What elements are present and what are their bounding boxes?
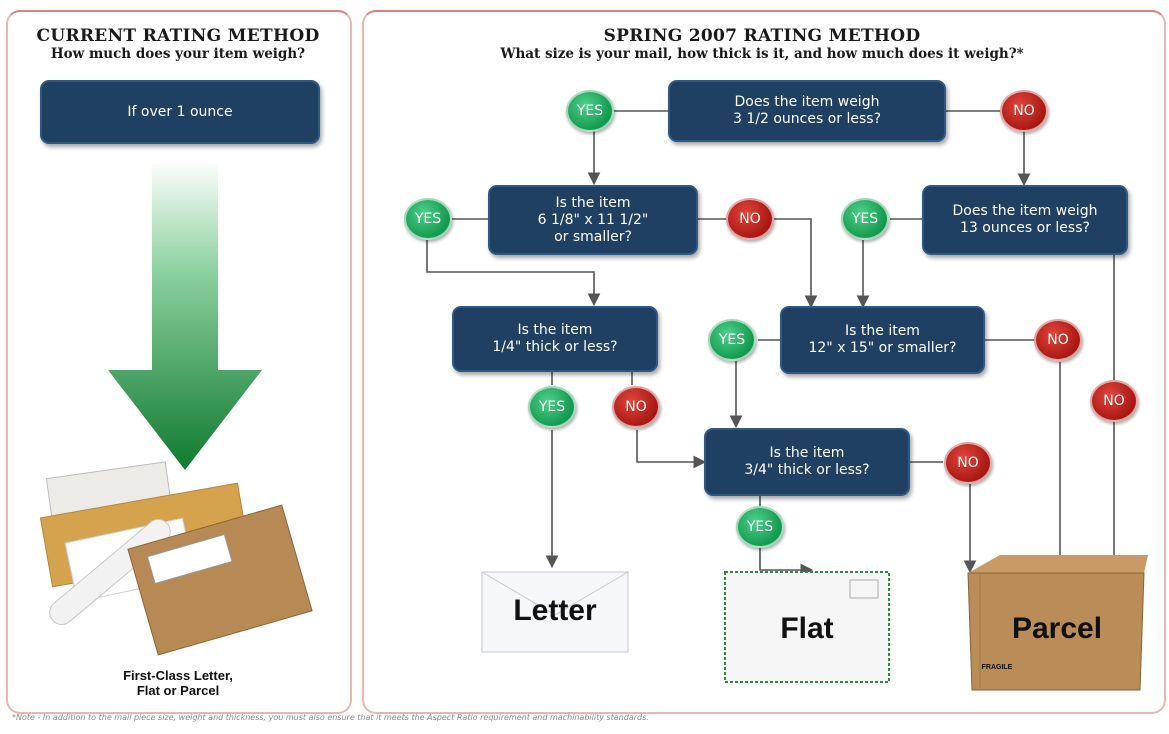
q3-line1: Does the item weigh [952, 203, 1098, 219]
no-badge-q4: NO [612, 386, 660, 428]
fragile-label: FRAGILE [981, 664, 1013, 671]
yes-badge-q2: YES [404, 198, 452, 240]
caption-line1: First-Class Letter, [123, 668, 233, 683]
over-one-ounce-box: If over 1 ounce [40, 80, 320, 144]
q4-line1: Is the item [517, 322, 593, 338]
no-badge-q5: NO [1034, 319, 1082, 361]
over-one-ounce-label: If over 1 ounce [127, 103, 233, 120]
yes-badge-q4: YES [528, 386, 576, 428]
no-badge-q1: NO [1000, 90, 1048, 132]
footnote: *Note - In addition to the mail piece si… [12, 713, 649, 722]
current-method-header: CURRENT RATING METHOD How much does your… [10, 26, 346, 63]
q4-line2: 1/4" thick or less? [492, 339, 618, 355]
q2-line1: Is the item [555, 194, 631, 211]
spring-method-subtitle: What size is your mail, how thick is it,… [500, 46, 1024, 62]
yes-badge-q6: YES [736, 506, 784, 548]
q2-line3: or smaller? [554, 228, 632, 245]
q6-line2: 3/4" thick or less? [744, 462, 870, 478]
no-badge-q2: NO [726, 198, 774, 240]
letter-envelope-illustration [481, 571, 629, 653]
no-badge-q6: NO [944, 442, 992, 484]
q1-line2: 3 1/2 ounces or less? [733, 111, 881, 127]
flat-label: Flat [780, 612, 834, 645]
q1-line1: Does the item weigh [734, 94, 880, 110]
spring-method-title: SPRING 2007 RATING METHOD [603, 26, 921, 46]
big-green-arrow [108, 160, 262, 470]
yes-badge-q5: YES [708, 319, 756, 361]
no-badge-q3: NO [1090, 380, 1138, 422]
parcel-box-illustration [967, 555, 1148, 691]
q5-line1: Is the item [845, 323, 920, 339]
mail-pile-illustration [39, 461, 313, 656]
q6-line1: Is the item [769, 445, 845, 461]
yes-badge-q3: YES [841, 198, 889, 240]
q5-line2: 12" x 15" or smaller? [808, 340, 957, 356]
current-method-title: CURRENT RATING METHOD [36, 26, 320, 46]
yes-badge-q1: YES [566, 90, 614, 132]
q3-line2: 13 ounces or less? [960, 220, 1090, 236]
current-method-caption: First-Class Letter, Flat or Parcel [10, 668, 346, 698]
letter-label: Letter [513, 594, 597, 627]
flat-envelope-illustration [724, 571, 890, 683]
caption-line2: Flat or Parcel [136, 683, 220, 698]
q2-line2: 6 1/8" x 11 1/2" [537, 211, 649, 228]
spring-method-header: SPRING 2007 RATING METHOD What size is y… [366, 26, 1158, 63]
current-method-subtitle: How much does your item weigh? [50, 46, 306, 62]
parcel-label: Parcel [1011, 612, 1103, 645]
